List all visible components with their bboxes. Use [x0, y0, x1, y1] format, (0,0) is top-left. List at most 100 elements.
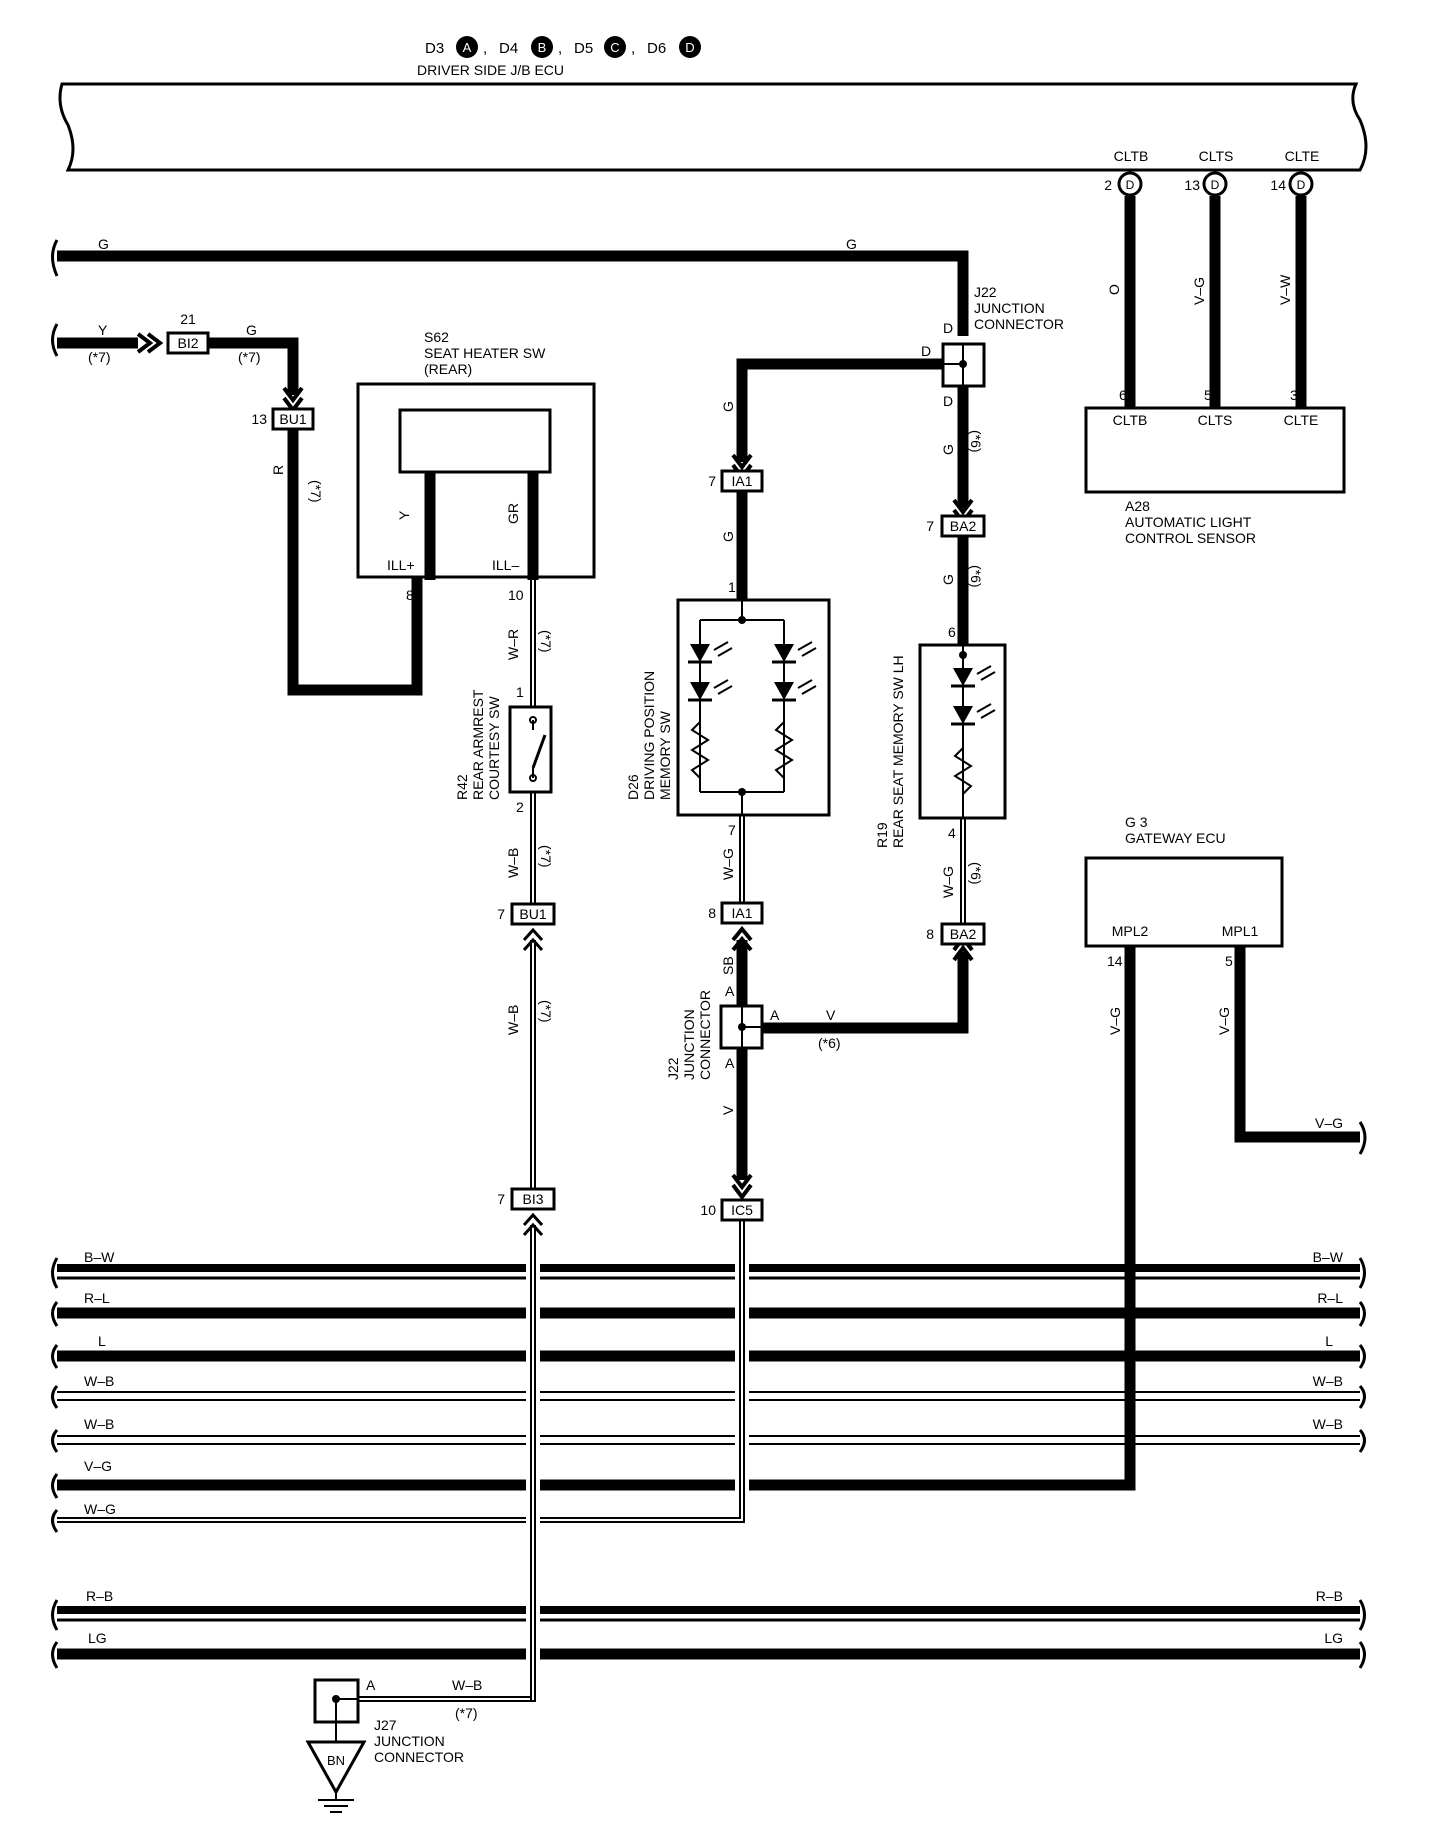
wire-w-b-r42-bu1: W–B (*7): [505, 792, 554, 905]
bus-r-b: R–B R–B: [51, 1588, 1366, 1631]
wire-note-w-b-1: (*7): [538, 845, 554, 868]
a28-code: A28: [1125, 498, 1150, 514]
bus-r-l-right-label: R–L: [1317, 1290, 1343, 1306]
wire-sb-ia1-j22: SB: [720, 925, 753, 1007]
s62-pin-ill-minus: ILL–: [492, 557, 519, 573]
d26-pin-7: 7: [728, 822, 736, 838]
bus-lg-left-label: LG: [88, 1630, 107, 1646]
wire-label-w-r: W–R: [505, 629, 521, 660]
ecu-con-d5: D5: [574, 40, 593, 57]
ecu-pin-name-cltb: CLTB: [1114, 148, 1149, 164]
wire-label-o: O: [1106, 284, 1122, 295]
a28-pin-num-3: 3: [1290, 387, 1298, 403]
d26-led-stack-right: [772, 641, 817, 779]
ecu-pins: CLTB CLTS CLTE 2 13 14 D D D: [1104, 148, 1319, 197]
d26-node-bot: [738, 788, 746, 796]
s62-inner-box: [398, 408, 552, 474]
g3-pin-num-5: 5: [1225, 953, 1233, 969]
ecu-con-letter-c: C: [610, 40, 619, 55]
wire-label-w-b-1: W–B: [505, 848, 521, 878]
bus-w-g-left-label: W–G: [84, 1501, 116, 1517]
wire-label-g-left: G: [98, 236, 109, 252]
d26-pin-1: 1: [728, 579, 736, 595]
wire-g-top: G G: [51, 236, 969, 336]
ecu-con-letter-a: A: [463, 40, 472, 55]
wire-w-b-bu1-bi3: W–B (*7): [505, 927, 554, 1190]
connector-ia1-top: IA1 7: [708, 469, 764, 493]
wire-label-g-d26-2: G: [720, 531, 736, 542]
d26-led-stack-left: [688, 641, 733, 779]
s62-wire-gr: GR: [505, 503, 521, 524]
ecu-con-badge-b: [531, 36, 553, 58]
r42-code: R42: [454, 774, 470, 800]
wire-v-g-mpl2: V–G: [57, 946, 1136, 1491]
j27-code: J27: [374, 1717, 397, 1733]
wire-label-g-r19-2: G: [940, 574, 956, 585]
a28-name2: CONTROL SENSOR: [1125, 530, 1256, 546]
connector-bu1-mid: BU1 7: [497, 902, 556, 926]
ecu-box: [58, 82, 1368, 172]
d26-code: D26: [625, 774, 641, 800]
r19-resistor: [953, 747, 973, 795]
connector-bu1-mid-pin: 7: [497, 906, 505, 922]
wire-v-j22-to-ba2: V (*6): [762, 934, 974, 1051]
r19-pin-4: 4: [948, 825, 956, 841]
bus-b-w-left-label: B–W: [84, 1249, 115, 1265]
ground-bn: BN: [305, 1740, 367, 1813]
wire-g-ba2-to-r19: G (*6) 6: [940, 536, 984, 645]
ecu-con-badge-c: [604, 36, 626, 58]
wire-label-v-w: V–W: [1277, 274, 1293, 305]
j27-name2: CONNECTOR: [374, 1749, 464, 1765]
component-s62-seat-heater-sw: S62 SEAT HEATER SW (REAR) Y GR ILL+ ILL–…: [356, 329, 596, 603]
connector-ia1-bot-pin: 8: [708, 905, 716, 921]
d26-box: [676, 598, 831, 817]
j22-top-code: J22: [974, 284, 997, 300]
connector-ba2-top-pin: 7: [926, 518, 934, 534]
ecu-connector-header: D3 A , D4 B , D5 C , D6 D DRIVER SIDE J/…: [417, 36, 701, 78]
ecu-pin-name-clts: CLTS: [1199, 148, 1234, 164]
ecu-con-sep1: ,: [483, 40, 487, 57]
r19-led-2: [953, 706, 973, 724]
component-j22-top: J22 JUNCTION CONNECTOR D D D: [921, 284, 1064, 409]
r19-node-top: [959, 651, 967, 659]
ecu-con-letter-b: B: [538, 40, 547, 55]
component-r19-memory-sw: R19 REAR SEAT MEMORY SW LH 4: [874, 643, 1007, 848]
g3-box: [1084, 856, 1284, 948]
component-j22-bottom: A A A J22 JUNCTION CONNECTOR: [665, 983, 780, 1080]
wire-label-r: R: [270, 465, 286, 475]
bus-b-w: B–W B–W: [51, 1249, 1366, 1289]
wire-note-w-b-2: (*7): [538, 1000, 554, 1023]
wire-y-to-bu1: Y (*7) BI2 21 G (*7) BU1 13 R (*7): [51, 311, 423, 696]
s62-wire-y: Y: [396, 510, 412, 520]
s62-name: SEAT HEATER SW: [424, 345, 546, 361]
wire-note-w-r: (*7): [538, 630, 554, 653]
a28-pin-num-6: 6: [1119, 387, 1127, 403]
ecu-pin-num-2: 2: [1104, 177, 1112, 193]
r42-blade: [531, 734, 547, 769]
wire-label-g-d26-1: G: [720, 401, 736, 412]
s62-pin-num-8: 8: [406, 587, 414, 603]
wire-g-j22-to-ia1: G: [720, 358, 943, 481]
connector-ia1-bot: IA1 8: [708, 901, 764, 925]
ecu-pin-badge-clte: [1288, 171, 1314, 197]
wire-w-b-bi3-j27: W–B (*7): [358, 1212, 544, 1721]
j22-bot-pin-bot: A: [725, 1055, 735, 1071]
s62-code: S62: [424, 329, 449, 345]
connector-bu1-mid-id: BU1: [519, 906, 546, 922]
wire-label-v-down: V: [720, 1105, 736, 1115]
connector-ba2-top: BA2 7: [926, 514, 986, 538]
wire-label-g-mid: G: [846, 236, 857, 252]
g3-name: GATEWAY ECU: [1125, 830, 1226, 846]
ecu-con-d6: D6: [647, 40, 666, 57]
wire-label-v-g-out: V–G: [1315, 1115, 1343, 1131]
component-d26-memory-sw: D26 DRIVING POSITION MEMORY SW 7: [625, 598, 831, 838]
bus-w-b-2-right-label: W–B: [1313, 1416, 1343, 1432]
ecu-pin-badge-clts: [1202, 171, 1228, 197]
r42-name1: REAR ARMREST: [470, 689, 486, 800]
ecu-con-badge-a: [456, 36, 478, 58]
connector-ia1-top-pin: 7: [708, 473, 716, 489]
wire-v-g-mpl1: V–G V–G: [1216, 946, 1367, 1155]
wire-label-v-h: V: [826, 1007, 836, 1023]
g3-code: G 3: [1125, 814, 1148, 830]
